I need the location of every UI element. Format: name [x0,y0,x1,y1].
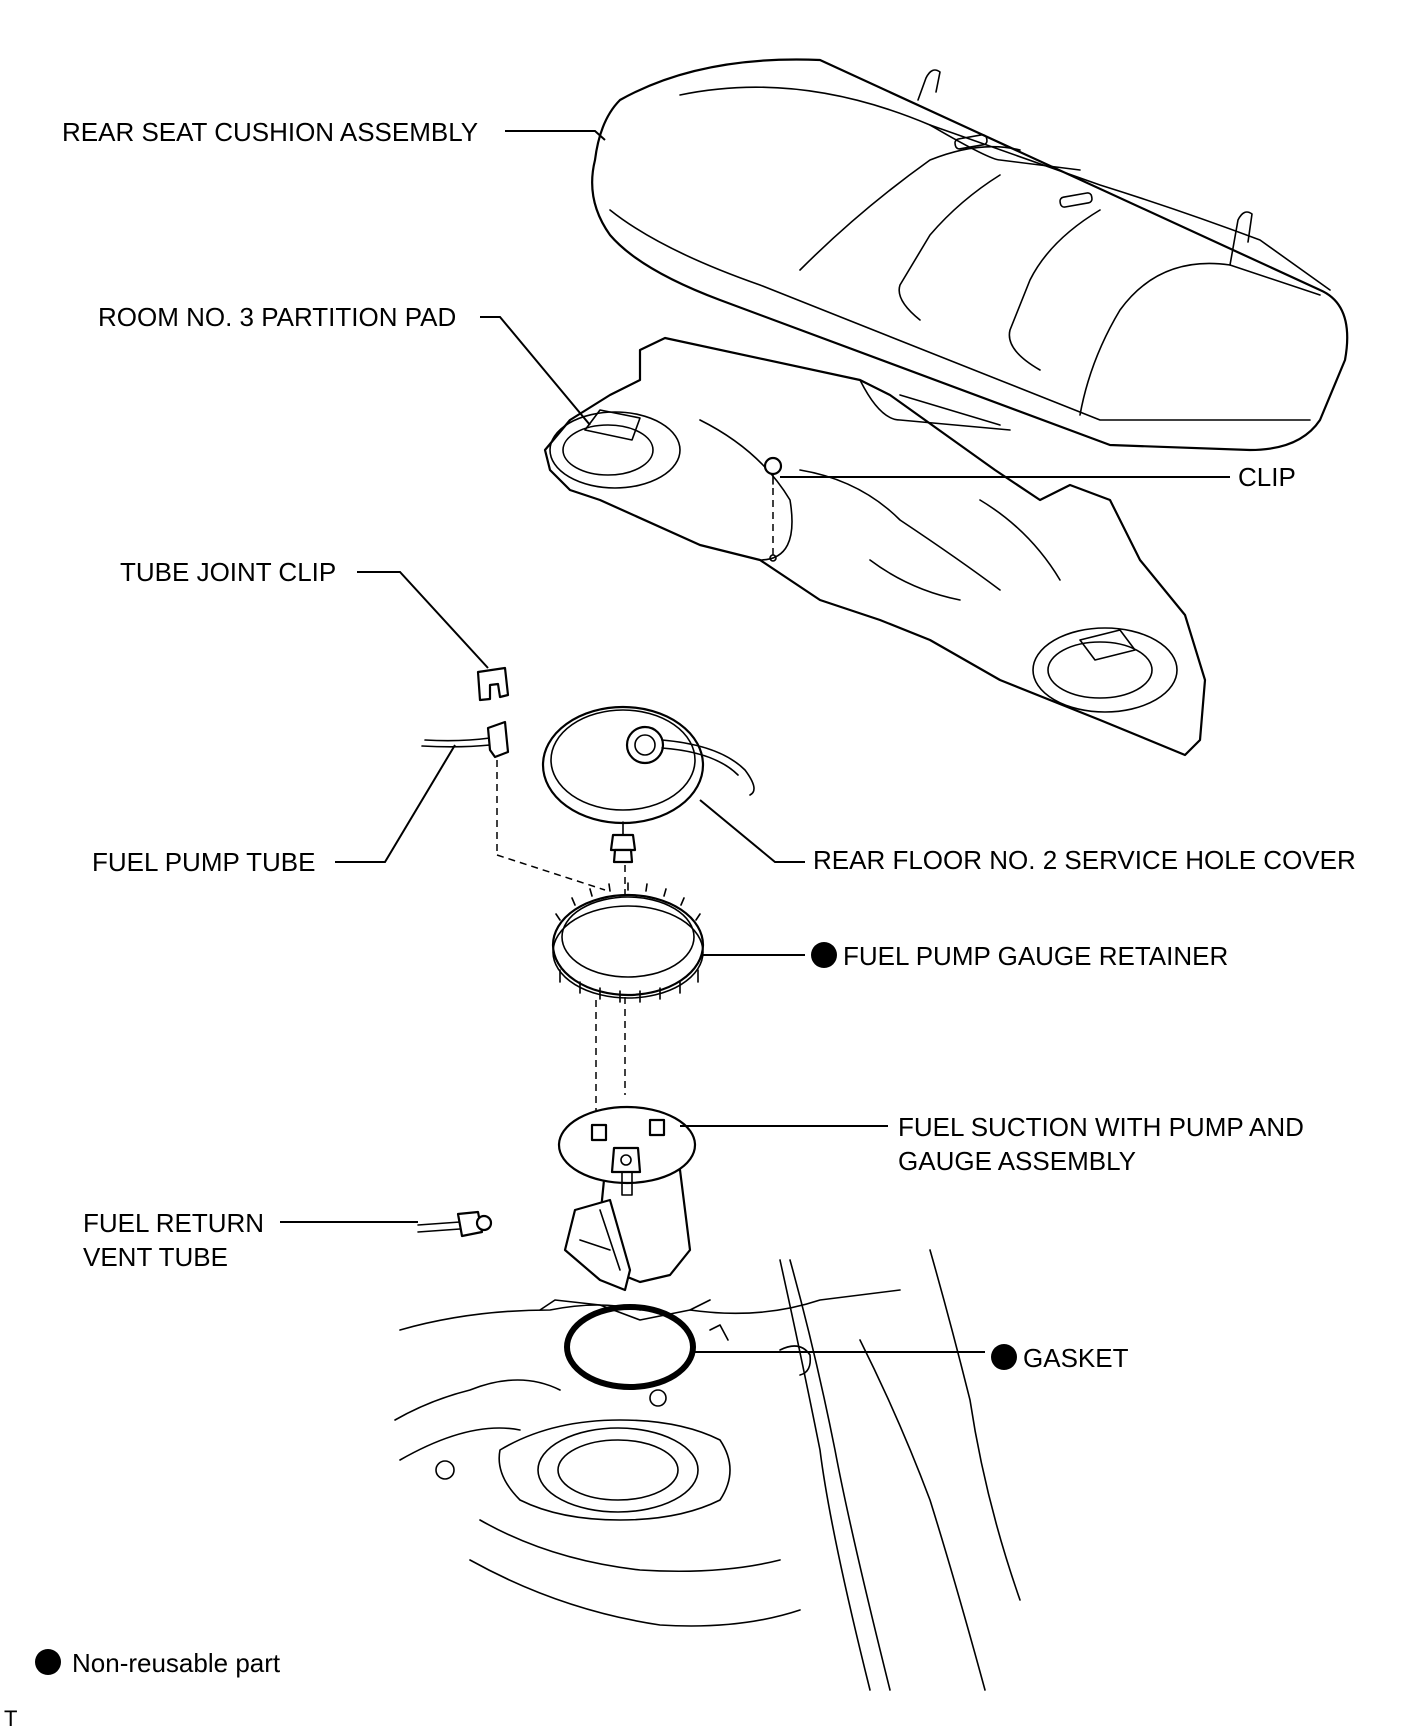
gauge-retainer-drawing [551,882,705,1122]
label-suction-line2: GAUGE ASSEMBLY [898,1146,1136,1176]
label-return-line1: FUEL RETURN [83,1208,264,1238]
gasket-drawing [564,1304,696,1390]
label-service-hole-cover: REAR FLOOR NO. 2 SERVICE HOLE COVER [813,845,1356,875]
legend-marker [35,1649,61,1675]
partition-pad-drawing [543,336,1207,757]
service-hole-cover-drawing [541,705,755,1095]
legend: Non-reusable part [35,1648,281,1678]
tube-joint-clip-drawing [476,666,510,702]
label-partition-pad: ROOM NO. 3 PARTITION PAD [98,302,456,332]
non-reusable-marker-gasket [991,1344,1017,1370]
label-fuel-pump-tube: FUEL PUMP TUBE [92,847,315,877]
fuel-return-vent-tube-drawing [417,1210,493,1238]
label-rear-seat-cushion: REAR SEAT CUSHION ASSEMBLY [62,117,478,147]
non-reusable-marker-retainer [811,942,837,968]
fuel-pump-tube-drawing [421,720,606,891]
label-suction-line1: FUEL SUCTION WITH PUMP AND [898,1112,1304,1142]
leader-lines [280,130,1230,1353]
label-return-line2: VENT TUBE [83,1242,228,1272]
label-gasket: GASKET [1023,1343,1129,1373]
label-clip: CLIP [1238,462,1296,492]
legend-text: Non-reusable part [72,1648,281,1678]
label-gauge-retainer: FUEL PUMP GAUGE RETAINER [843,941,1228,971]
part-labels: REAR SEAT CUSHION ASSEMBLY ROOM NO. 3 PA… [62,117,1356,1373]
corner-mark: T [4,1706,17,1731]
rear-seat-cushion-drawing [591,58,1349,452]
label-tube-joint-clip: TUBE JOINT CLIP [120,557,336,587]
vehicle-floor-drawing [394,1249,1021,1691]
fuel-suction-assembly-drawing [557,1105,697,1292]
